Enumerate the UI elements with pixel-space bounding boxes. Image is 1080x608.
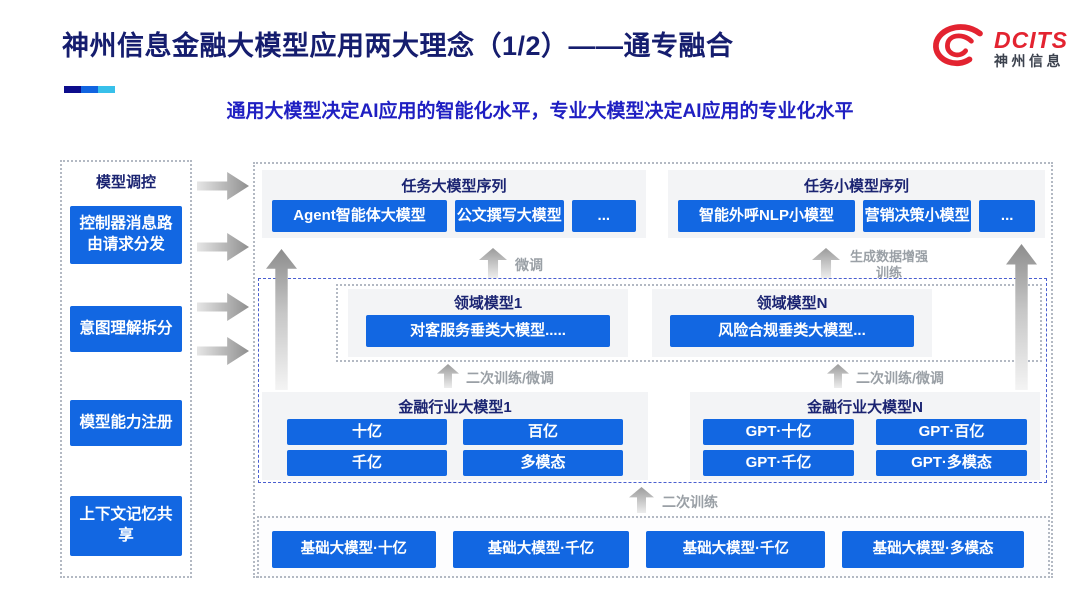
flow-right-arrow-1-icon <box>197 172 249 200</box>
logo-wordmark: DCITS <box>994 26 1068 53</box>
accent-bar-navy <box>64 86 81 93</box>
accent-bar-cyan <box>98 86 115 93</box>
domain-model-1-panel: 领域模型1 对客服务垂类大模型..... <box>348 289 628 357</box>
chip-agent-large-model: Agent智能体大模型 <box>272 200 447 232</box>
task-large-model-panel: 任务大模型序列 Agent智能体大模型 公文撰写大模型 ... <box>262 170 646 238</box>
industry-model-1-panel: 金融行业大模型1 十亿 百亿 千亿 多模态 <box>262 392 648 480</box>
retrain-finetune-left-label: 二次训练/微调 <box>466 370 554 386</box>
gpt-box-100b: GPT·千亿 <box>703 450 854 476</box>
scale-box-10b: 百亿 <box>463 419 623 445</box>
foundation-box-100b-a: 基础大模型·千亿 <box>452 531 630 568</box>
flow-right-arrow-3-icon <box>197 293 249 321</box>
industry-model-1-title: 金融行业大模型1 <box>398 399 512 416</box>
logo-chinese-name: 神州信息 <box>994 52 1064 69</box>
task-small-model-panel: 任务小模型序列 智能外呼NLP小模型 营销决策小模型 ... <box>668 170 1045 238</box>
retrain-finetune-right-label: 二次训练/微调 <box>856 370 944 386</box>
sidebar-model-control: 模型调控 控制器消息路由请求分发 意图理解拆分 模型能力注册 上下文记忆共享 <box>60 160 192 578</box>
chip-more-large-models: ... <box>571 200 636 232</box>
swirl-logo-icon <box>928 23 986 74</box>
gpt-box-1b: GPT·十亿 <box>703 419 854 445</box>
page-title: 神州信息金融大模型应用两大理念（1/2）——通专融合 <box>62 31 734 61</box>
augment-train-label: 生成数据增强训练 <box>849 249 928 281</box>
company-logo: DCITS 神州信息 <box>928 20 1067 76</box>
accent-bar-blue <box>81 86 98 93</box>
chip-outbound-nlp-model: 智能外呼NLP小模型 <box>678 200 855 232</box>
gpt-box-multimodal: GPT·多模态 <box>876 450 1027 476</box>
task-small-title: 任务小模型序列 <box>803 178 909 195</box>
scale-box-multimodal: 多模态 <box>463 450 623 476</box>
domain-model-n-panel: 领域模型N 风险合规垂类大模型... <box>652 289 932 357</box>
task-large-title: 任务大模型序列 <box>401 178 507 195</box>
sidebar-title: 模型调控 <box>95 174 156 191</box>
finetune-label: 微调 <box>515 257 543 273</box>
industry-model-n-title: 金融行业大模型N <box>807 399 923 416</box>
risk-compliance-model-box: 风险合规垂类大模型... <box>670 315 914 347</box>
training-group-dashed-box <box>258 278 1047 483</box>
foundation-model-panel: 基础大模型·十亿 基础大模型·千亿 基础大模型·千亿 基础大模型·多模态 <box>257 516 1050 578</box>
foundation-box-1b: 基础大模型·十亿 <box>272 531 436 568</box>
chip-marketing-model: 营销决策小模型 <box>862 200 972 232</box>
industry-model-n-panel: 金融行业大模型N GPT·十亿 GPT·百亿 GPT·千亿 GPT·多模态 <box>690 392 1040 480</box>
gpt-box-10b: GPT·百亿 <box>876 419 1027 445</box>
chip-more-small-models: ... <box>979 200 1035 232</box>
sidebar-item-registry: 模型能力注册 <box>70 400 182 446</box>
scale-box-100b: 千亿 <box>287 450 447 476</box>
chip-doc-writing-model: 公文撰写大模型 <box>455 200 564 232</box>
sidebar-item-intent: 意图理解拆分 <box>70 306 182 352</box>
domain-model-n-title: 领域模型N <box>756 295 828 312</box>
slide-subtitle: 通用大模型决定AI应用的智能化水平，专业大模型决定AI应用的专业化水平 <box>226 101 854 122</box>
sidebar-item-context-memory: 上下文记忆共享 <box>70 496 182 556</box>
retrain-label: 二次训练 <box>662 494 718 510</box>
scale-box-1b: 十亿 <box>287 419 447 445</box>
flow-right-arrow-2-icon <box>197 233 249 261</box>
flow-right-arrow-4-icon <box>197 337 249 365</box>
foundation-box-100b-b: 基础大模型·千亿 <box>646 531 826 568</box>
customer-service-model-box: 对客服务垂类大模型..... <box>366 315 610 347</box>
sidebar-item-router: 控制器消息路由请求分发 <box>70 206 182 264</box>
domain-model-1-title: 领域模型1 <box>453 295 523 312</box>
foundation-box-multimodal: 基础大模型·多模态 <box>842 531 1025 568</box>
